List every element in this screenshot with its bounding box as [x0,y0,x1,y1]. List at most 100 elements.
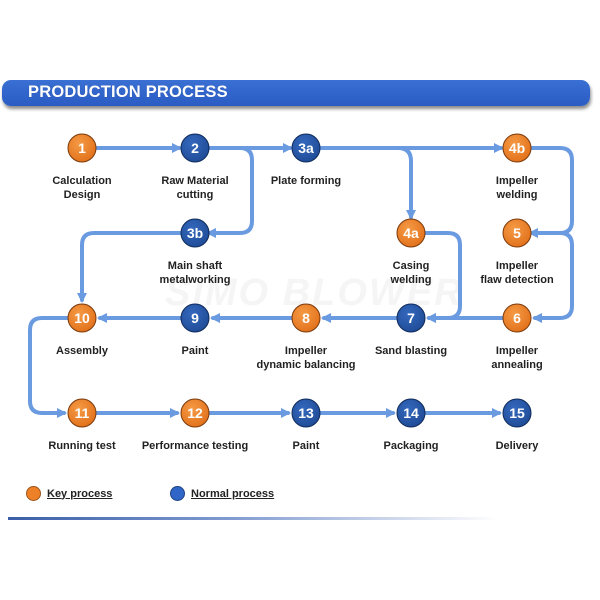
step-label-6: Impeller annealing [452,344,582,372]
process-node-9: 9 [180,303,210,333]
step-label-8: Impeller dynamic balancing [241,344,371,372]
key-process-circle [396,218,426,248]
process-node-10: 10 [67,303,97,333]
normal-process-circle [180,218,210,248]
step-number: 3a [298,140,314,156]
step-number: 5 [513,225,521,241]
key-process-circle [180,398,210,428]
step-label-3a: Plate forming [241,174,371,188]
step-label-line: Plate forming [270,175,342,187]
step-number: 1 [78,140,86,156]
step-label-line: annealing [491,359,543,371]
step-number: 3b [187,225,203,241]
step-label-line: cutting [176,189,214,201]
page-title: PRODUCTION PROCESS [28,83,228,101]
step-label-line: Design [63,189,101,201]
process-node-4a: 4a [396,218,426,248]
header-bar: PRODUCTION PROCESS [2,80,590,106]
connector-2-to-3b [206,146,254,238]
normal-process-dot-icon [170,486,185,501]
step-label-line: Impeller [495,175,539,187]
normal-process-circle [396,398,426,428]
step-label-9: Paint [130,344,260,358]
step-label-line: Performance testing [141,440,249,452]
step-label-line: welding [390,274,432,286]
step-label-10: Assembly [17,344,147,358]
key-process-circle [291,303,321,333]
process-node-3a: 3a [291,133,321,163]
step-number: 2 [191,140,199,156]
process-node-12: 12 [180,398,210,428]
step-number: 6 [513,310,521,326]
key-process-dot-icon [26,486,41,501]
step-label-line: Sand blasting [374,345,448,357]
process-node-2: 2 [180,133,210,163]
step-number: 15 [509,405,525,421]
legend-key-process: Key process [26,486,112,501]
step-label-line: Paint [181,345,209,357]
step-label-line: metalworking [159,274,231,286]
step-number: 9 [191,310,199,326]
legend-normal-label: Normal process [191,487,275,500]
process-node-7: 7 [396,303,426,333]
step-label-line: Paint [292,440,320,452]
key-process-circle [502,133,532,163]
step-number: 7 [407,310,415,326]
step-label-12: Performance testing [130,439,260,453]
connector-3a-to-4a [318,146,416,220]
step-number: 14 [403,405,419,421]
step-number: 12 [187,405,203,421]
step-label-line: flaw detection [480,274,554,286]
step-label-line: Packaging [383,440,439,452]
step-label-2: Raw Material cutting [130,174,260,202]
step-label-line: Delivery [495,440,539,452]
step-number: 13 [298,405,314,421]
step-label-line: Running test [48,440,116,452]
process-node-13: 13 [291,398,321,428]
step-number: 11 [75,405,90,421]
process-node-1: 1 [67,133,97,163]
step-label-13: Paint [241,439,371,453]
step-label-line: dynamic balancing [256,359,356,371]
key-process-circle [67,133,97,163]
key-process-circle [67,398,97,428]
key-process-circle [502,303,532,333]
step-label-11: Running test [17,439,147,453]
normal-process-circle [502,398,532,428]
process-node-14: 14 [396,398,426,428]
process-node-15: 15 [502,398,532,428]
key-process-circle [67,303,97,333]
process-node-3b: 3b [180,218,210,248]
process-node-8: 8 [291,303,321,333]
step-label-line: Impeller [284,345,328,357]
process-node-5: 5 [502,218,532,248]
step-number: 4b [509,140,525,156]
legend-normal-process: Normal process [170,486,274,501]
step-label-14: Packaging [346,439,476,453]
step-label-line: Impeller [495,345,539,357]
step-number: 10 [74,310,90,326]
step-label-15: Delivery [452,439,582,453]
normal-process-circle [291,133,321,163]
normal-process-circle [180,133,210,163]
step-label-line: Calculation [52,175,112,187]
step-label-line: Raw Material [161,175,229,187]
process-node-6: 6 [502,303,532,333]
step-number: 4a [403,225,419,241]
step-label-line: welding [496,189,538,201]
normal-process-circle [180,303,210,333]
process-node-4b: 4b [502,133,532,163]
footer-divider [8,517,498,520]
connector-5-to-6 [529,231,574,323]
process-node-11: 11 [67,398,97,428]
key-process-circle [502,218,532,248]
step-label-7: Sand blasting [346,344,476,358]
connector-10-to-11 [28,316,70,418]
normal-process-circle [396,303,426,333]
legend-key-label: Key process [47,487,113,500]
step-label-4b: Impeller welding [452,174,582,202]
